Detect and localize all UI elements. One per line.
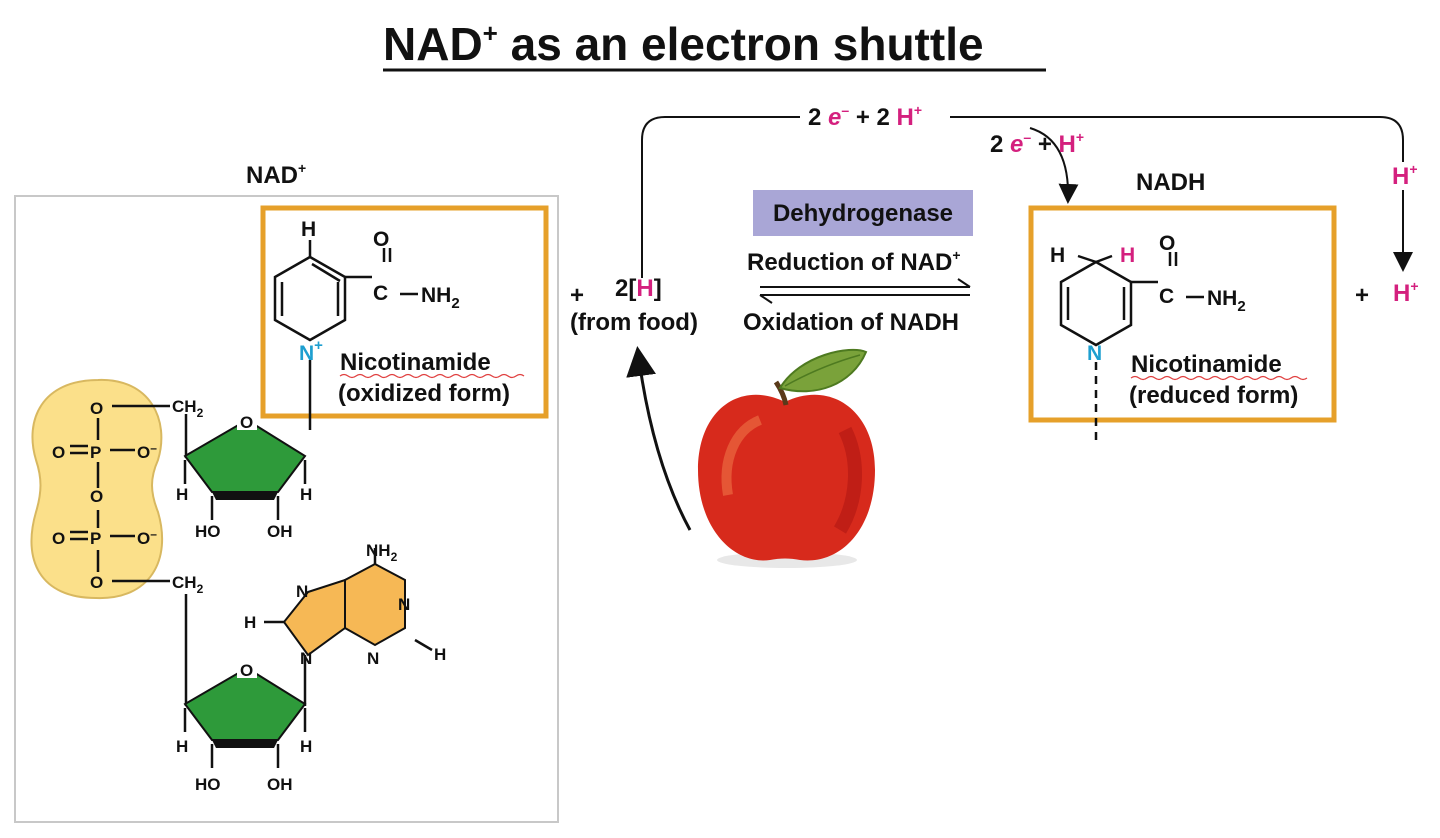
h-atom: H <box>301 218 316 241</box>
food-arrow <box>626 346 692 531</box>
food-hydrogen: 2[H] <box>615 275 662 302</box>
o-atom: O <box>373 228 389 251</box>
nad-plus-label: NAD+ <box>246 160 306 189</box>
svg-text:P: P <box>90 443 101 462</box>
svg-text:OH: OH <box>267 522 293 541</box>
apple-image <box>626 346 875 568</box>
enzyme-box <box>753 190 973 236</box>
electrons-branch-label: 2 e– + H+ <box>990 129 1084 158</box>
nadh-label: NADH <box>1136 169 1205 196</box>
svg-text:O: O <box>240 661 253 680</box>
proton-product-label: H+ <box>1393 278 1419 307</box>
n-atom-reduced: N <box>1087 342 1102 365</box>
svg-text:P: P <box>90 529 101 548</box>
svg-text:O–: O– <box>137 441 157 462</box>
reduced-nicotinamide-box <box>1028 205 1337 423</box>
phosphate-group: O P O O– O P O O– O CH2 CH2 <box>30 378 204 600</box>
svg-text:H: H <box>244 613 256 632</box>
svg-text:HO: HO <box>195 522 221 541</box>
plus-sign-right: + <box>1355 282 1369 309</box>
svg-text:CH2: CH2 <box>172 573 204 596</box>
spellcheck-underline-2 <box>1130 375 1308 381</box>
svg-text:NAD+ as an electron shuttle: NAD+ as an electron shuttle <box>383 18 984 70</box>
adenine-base: NH2 N N N N H H <box>244 541 446 668</box>
shuttle-arc-left <box>641 116 800 278</box>
oxidized-form-label: (oxidized form) <box>338 380 510 407</box>
nh2-group: NH2 <box>421 284 460 312</box>
equilibrium-arrows <box>759 278 971 304</box>
svg-text:NH2: NH2 <box>1207 287 1246 315</box>
svg-text:CH2: CH2 <box>172 397 204 420</box>
added-hydrogen: H <box>1120 244 1135 267</box>
oxidized-nicotinamide-box <box>260 205 549 419</box>
svg-text:C: C <box>1159 285 1174 308</box>
svg-text:HO: HO <box>195 775 221 794</box>
page-title: NAD+ as an electron shuttle <box>383 18 1046 72</box>
carbon-label: C <box>373 282 388 305</box>
ribose-top: O H H HO OH <box>176 412 312 541</box>
svg-text:N: N <box>367 649 379 668</box>
svg-text:N: N <box>296 582 308 601</box>
svg-text:NH2: NH2 <box>366 541 398 564</box>
svg-text:O: O <box>90 399 103 418</box>
from-food-label: (from food) <box>570 309 698 336</box>
shuttle-arc-right <box>950 116 1413 272</box>
ribose-bottom: O H H HO OH <box>176 594 312 794</box>
plus-sign-left: + <box>570 282 584 309</box>
svg-text:O: O <box>90 487 103 506</box>
reduced-name: Nicotinamide <box>1131 351 1282 378</box>
svg-text:H: H <box>300 737 312 756</box>
dihydropyridine-ring <box>1059 252 1204 445</box>
oxidized-name: Nicotinamide <box>340 349 491 376</box>
svg-text:N: N <box>398 595 410 614</box>
shuttle-branch-arrow <box>1029 127 1079 204</box>
svg-text:O: O <box>1159 232 1175 255</box>
electrons-top-label: 2 e– + 2 H+ <box>808 102 922 131</box>
svg-text:H: H <box>300 485 312 504</box>
svg-text:H: H <box>176 737 188 756</box>
reduction-label: Reduction of NAD+ <box>747 247 961 276</box>
pyridinium-ring <box>273 240 418 430</box>
svg-text:N: N <box>300 649 312 668</box>
spellcheck-underline <box>339 373 525 379</box>
enzyme-label: Dehydrogenase <box>773 200 953 227</box>
svg-text:H: H <box>1050 244 1065 267</box>
proton-side-label: H+ <box>1392 161 1418 190</box>
n-plus-atom: N+ <box>299 337 323 365</box>
reduced-form-label: (reduced form) <box>1129 382 1298 409</box>
svg-text:O: O <box>240 413 253 432</box>
svg-text:O–: O– <box>137 527 157 548</box>
svg-text:OH: OH <box>267 775 293 794</box>
svg-text:O: O <box>52 529 65 548</box>
svg-text:O: O <box>52 443 65 462</box>
svg-text:O: O <box>90 573 103 592</box>
svg-text:H: H <box>434 645 446 664</box>
svg-text:H: H <box>176 485 188 504</box>
nad-structure-frame <box>14 195 559 823</box>
oxidation-label: Oxidation of NADH <box>743 309 959 336</box>
